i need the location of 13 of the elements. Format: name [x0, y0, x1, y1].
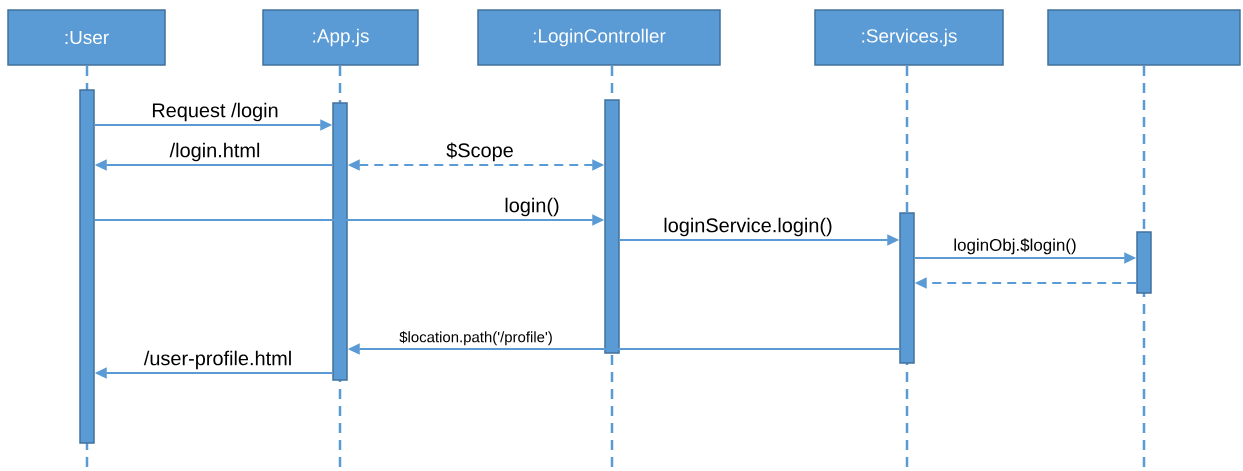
- lifeline-header-box: :LoginController: [477, 9, 721, 66]
- message-label: /user-profile.html: [142, 349, 294, 371]
- message-label: loginObj.$login(): [951, 236, 1079, 256]
- lifeline-header-box: :App.js: [262, 9, 419, 66]
- message-label: login(): [502, 196, 562, 218]
- message-label: $Scope: [444, 140, 516, 163]
- message-label: /login.html: [168, 141, 262, 163]
- lifeline-header-box: :User: [7, 9, 166, 66]
- lifeline-header-box: [1047, 9, 1241, 66]
- message-label: $location.path('/profile'): [397, 329, 555, 347]
- lifeline-header-box: :Services.js: [814, 9, 1004, 66]
- message-label: loginService.login(): [661, 216, 835, 238]
- message-label: Request /login: [149, 101, 281, 123]
